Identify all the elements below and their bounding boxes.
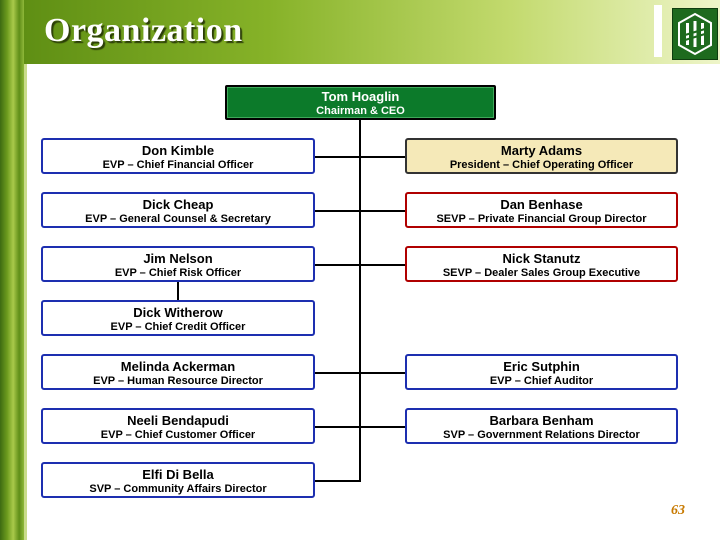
person-name: Melinda Ackerman (120, 359, 236, 374)
person-name: Nick Stanutz (502, 251, 581, 266)
org-box-marty-adams: Marty Adams President – Chief Operating … (405, 138, 678, 174)
org-box-jim-nelson: Jim Nelson EVP – Chief Risk Officer (41, 246, 315, 282)
person-title: SVP – Government Relations Director (443, 429, 640, 441)
person-title: EVP – Human Resource Director (93, 375, 263, 387)
person-name: Elfi Di Bella (142, 467, 214, 482)
person-name: Dick Witherow (133, 305, 223, 320)
person-title: SEVP – Dealer Sales Group Executive (442, 267, 641, 279)
connector-ackerman-sutphin (315, 372, 405, 374)
page-number: 63 (671, 503, 685, 518)
title-banner (24, 0, 720, 64)
person-title: SVP – Community Affairs Director (89, 483, 267, 495)
ceo-title: Chairman & CEO (316, 105, 405, 117)
org-box-elfi-di-bella: Elfi Di Bella SVP – Community Affairs Di… (41, 462, 315, 498)
person-title: EVP – General Counsel & Secretary (85, 213, 271, 225)
connector-kimble-adams (315, 156, 405, 158)
person-name: Jim Nelson (143, 251, 213, 266)
left-decorative-bar (0, 0, 27, 540)
person-name: Barbara Benham (489, 413, 594, 428)
org-box-don-kimble: Don Kimble EVP – Chief Financial Officer (41, 138, 315, 174)
person-title: SEVP – Private Financial Group Director (436, 213, 647, 225)
org-box-melinda-ackerman: Melinda Ackerman EVP – Human Resource Di… (41, 354, 315, 390)
page-title: Organization (44, 12, 243, 49)
trunk-line (359, 120, 361, 481)
connector-dibella (315, 480, 361, 482)
connector-cheap-benhase (315, 210, 405, 212)
person-title: President – Chief Operating Officer (449, 159, 634, 171)
connector-nelson-stanutz (315, 264, 405, 266)
ceo-name: Tom Hoaglin (321, 89, 400, 104)
org-box-neeli-bendapudi: Neeli Bendapudi EVP – Chief Customer Off… (41, 408, 315, 444)
connector-bendapudi-benham (315, 426, 405, 428)
person-name: Dan Benhase (500, 197, 583, 212)
bank-logo-icon (672, 8, 718, 60)
person-name: Eric Sutphin (503, 359, 580, 374)
org-box-barbara-benham: Barbara Benham SVP – Government Relation… (405, 408, 678, 444)
person-title: EVP – Chief Auditor (489, 375, 594, 387)
person-name: Marty Adams (500, 143, 583, 158)
person-title: EVP – Chief Credit Officer (110, 321, 246, 333)
person-name: Neeli Bendapudi (127, 413, 229, 428)
connector-nelson-witherow (177, 281, 179, 300)
person-title: EVP – Chief Risk Officer (114, 267, 242, 279)
logo-accent-bar (654, 5, 662, 57)
person-title: EVP – Chief Financial Officer (102, 159, 254, 171)
person-name: Don Kimble (141, 143, 215, 158)
person-name: Dick Cheap (142, 197, 214, 212)
org-box-eric-sutphin: Eric Sutphin EVP – Chief Auditor (405, 354, 678, 390)
person-title: EVP – Chief Customer Officer (100, 429, 256, 441)
ceo-box: Tom Hoaglin Chairman & CEO (225, 85, 496, 120)
org-box-dan-benhase: Dan Benhase SEVP – Private Financial Gro… (405, 192, 678, 228)
org-box-dick-cheap: Dick Cheap EVP – General Counsel & Secre… (41, 192, 315, 228)
org-box-nick-stanutz: Nick Stanutz SEVP – Dealer Sales Group E… (405, 246, 678, 282)
org-box-dick-witherow: Dick Witherow EVP – Chief Credit Officer (41, 300, 315, 336)
